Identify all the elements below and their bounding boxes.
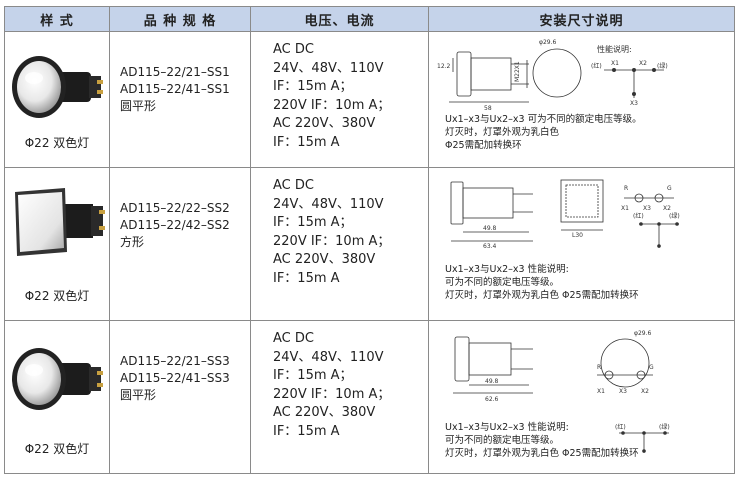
install-note: 灯灭时，灯罩外观为乳白色 Φ25需配加转换环: [445, 448, 639, 459]
terminal-x1: X1: [621, 205, 629, 212]
terminal-x2: X2: [639, 60, 647, 67]
elec-line: IF：15m A；: [273, 79, 353, 95]
table-row: Φ22 双色灯 AD115–22/22–SS2 AD115–22/42–SS2 …: [4, 167, 735, 321]
photo-caption: Φ22 双色灯: [24, 136, 90, 150]
header-install-dimensions: 安装尺寸说明: [428, 6, 735, 32]
model-cell: AD115–22/21–SS3 AD115–22/41–SS3 圆平形: [109, 320, 251, 474]
install-note: Ux1–x3与Ux2–x3 性能说明:: [445, 422, 569, 433]
model-code: AD115–22/41–SS1: [120, 82, 230, 96]
green-terminal-label: G: [649, 364, 654, 371]
elec-line: IF：15m A: [273, 134, 340, 150]
dim-body-length: 49.8: [485, 378, 499, 385]
elec-line: IF：15m A；: [273, 368, 353, 384]
install-note: 灯灭时，灯罩外观为乳白色 Φ25需配加转换环: [445, 290, 639, 301]
header-row: 样 式 品 种 规 格 电压、电流 安装尺寸说明: [4, 6, 735, 32]
green-label: (绿): [659, 423, 670, 431]
model-shape: 方形: [120, 235, 145, 249]
elec-line: 220V IF：10m A；: [273, 233, 391, 249]
red-terminal-label: R: [597, 364, 601, 371]
elec-line: AC DC: [273, 178, 314, 193]
elec-line: AC DC: [273, 331, 314, 346]
round-lamp-photo: [12, 56, 103, 118]
elec-line: 220V IF：10m A；: [273, 97, 391, 113]
header-model: 品 种 规 格: [109, 6, 251, 32]
dim-square-size: L30: [572, 232, 583, 239]
model-cell: AD115–22/21–SS1 AD115–22/41–SS1 圆平形: [109, 31, 251, 168]
green-label: (绿): [669, 212, 680, 220]
model-code: AD115–22/21–SS3: [120, 354, 230, 368]
electrical-cell: AC DC 24V、48V、110V IF：15m A； 220V IF：10m…: [250, 31, 429, 168]
elec-line: 24V、48V、110V: [273, 196, 384, 212]
spec-table: 样 式 品 种 规 格 电压、电流 安装尺寸说明: [4, 6, 735, 474]
dim-thread-label: M22X1: [514, 61, 521, 82]
elec-line: IF：15m A；: [273, 215, 353, 231]
table-row: Φ22 双色灯 AD115–22/21–SS1 AD115–22/41–SS1 …: [4, 31, 735, 168]
photo-cell: Φ22 双色灯: [4, 167, 110, 321]
photo-caption: Φ22 双色灯: [24, 289, 90, 303]
elec-line: AC 220V、380V: [273, 405, 376, 421]
elec-line: AC 220V、380V: [273, 116, 376, 132]
model-code: AD115–22/41–SS3: [120, 371, 230, 385]
elec-line: 24V、48V、110V: [273, 349, 384, 365]
install-note: 灯灭时，灯罩外观为乳白色: [445, 127, 560, 138]
header-style: 样 式: [4, 6, 110, 32]
model-cell: AD115–22/22–SS2 AD115–22/42–SS2 方形: [109, 167, 251, 321]
install-note: Φ25需配加转换环: [445, 140, 522, 151]
red-label: (红): [615, 423, 626, 431]
dimension-cell: 49.8 62.6 φ29.6 R G X1 X3 X2 (红) (绿) Ux1…: [428, 320, 735, 474]
dim-body-length: 49.8: [483, 225, 497, 232]
install-note: Ux1–x3与Ux2–x3 性能说明:: [445, 264, 569, 275]
elec-line: 24V、48V、110V: [273, 60, 384, 76]
terminal-x3: X3: [619, 388, 627, 395]
install-note: 可为不同的额定电压等级。: [445, 277, 560, 288]
photo-cell: Φ22 双色灯: [4, 320, 110, 474]
red-label: (红): [591, 62, 602, 70]
photo-caption: Φ22 双色灯: [24, 442, 90, 456]
photo-cell: Φ22 双色灯: [4, 31, 110, 168]
model-shape: 圆平形: [120, 99, 157, 113]
elec-line: AC 220V、380V: [273, 252, 376, 268]
dim-length-label: 58: [484, 105, 492, 112]
dimension-drawing: φ29.6 58 12.2 M22X1 性能说明: (红) (绿) X1 X2 …: [437, 39, 668, 112]
terminal-x1: X1: [611, 60, 619, 67]
round-lamp-photo: [12, 348, 103, 410]
dim-height-label: 12.2: [437, 63, 451, 70]
table-row: Φ22 双色灯 AD115–22/21–SS3 AD115–22/41–SS3 …: [4, 320, 735, 474]
elec-line: IF：15m A: [273, 423, 340, 439]
terminal-x2: X2: [663, 205, 671, 212]
dim-total-length: 63.4: [483, 243, 497, 250]
install-note: 可为不同的额定电压等级。: [445, 435, 560, 446]
model-code: AD115–22/22–SS2: [120, 201, 230, 215]
terminal-x2: X2: [641, 388, 649, 395]
elec-line: AC DC: [273, 42, 314, 57]
header-voltage-current: 电压、电流: [250, 6, 429, 32]
elec-line: 220V IF：10m A；: [273, 386, 391, 402]
electrical-cell: AC DC 24V、48V、110V IF：15m A； 220V IF：10m…: [250, 320, 429, 474]
model-code: AD115–22/21–SS1: [120, 65, 230, 79]
terminal-x3: X3: [630, 100, 638, 107]
dimension-drawing: 49.8 63.4 L30 R G X1 X3 X2 (红) (绿): [450, 179, 680, 250]
dim-diameter-label: φ29.6: [634, 330, 652, 337]
green-label: (绿): [657, 62, 668, 70]
green-terminal-label: G: [667, 185, 672, 192]
perf-label: 性能说明:: [597, 44, 632, 54]
square-lamp-photo: [15, 188, 105, 256]
dim-total-length: 62.6: [485, 396, 499, 403]
dim-diameter-label: φ29.6: [539, 39, 557, 46]
red-label: (红): [633, 212, 644, 220]
dimension-cell: φ29.6 58 12.2 M22X1 性能说明: (红) (绿) X1 X2 …: [428, 31, 735, 168]
electrical-cell: AC DC 24V、48V、110V IF：15m A； 220V IF：10m…: [250, 167, 429, 321]
install-note: Ux1–x3与Ux2–x3 可为不同的额定电压等级。: [445, 114, 642, 125]
terminal-x3: X3: [643, 205, 651, 212]
terminal-x1: X1: [597, 388, 605, 395]
dimension-cell: 49.8 63.4 L30 R G X1 X3 X2 (红) (绿) Ux1–x…: [428, 167, 735, 321]
model-shape: 圆平形: [120, 388, 157, 402]
dimension-drawing: 49.8 62.6 φ29.6 R G X1 X3 X2 (红) (绿): [453, 330, 670, 453]
model-code: AD115–22/42–SS2: [120, 218, 230, 232]
elec-line: IF：15m A: [273, 270, 340, 286]
red-terminal-label: R: [624, 185, 628, 192]
